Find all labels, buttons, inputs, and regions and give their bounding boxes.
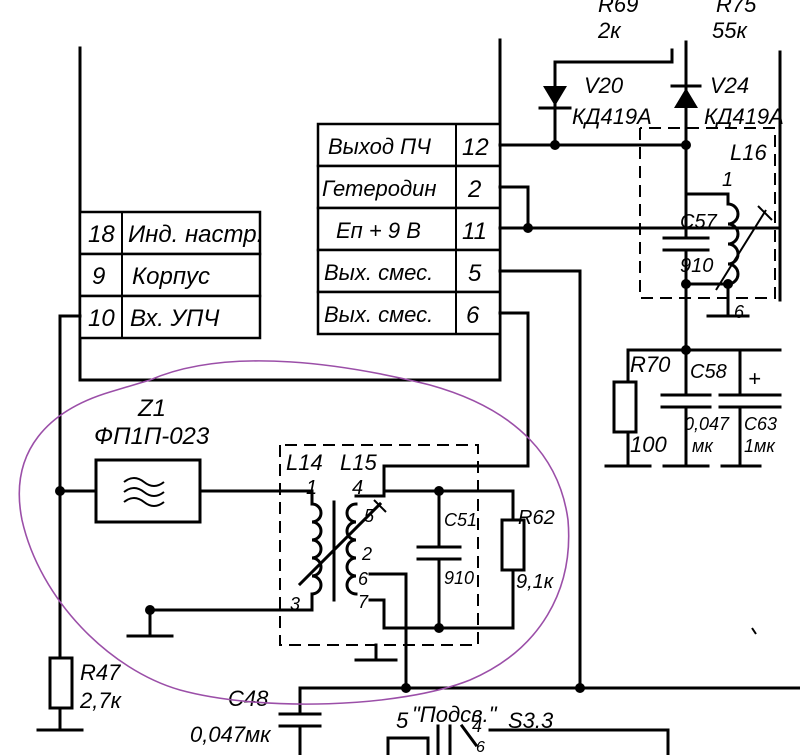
v24-ref: V24 xyxy=(710,73,749,98)
l14-coil-icon xyxy=(310,502,323,596)
r75-value: 55к xyxy=(712,18,748,43)
c57-ref: C57 xyxy=(680,211,718,233)
pin-name-korpus: Корпус xyxy=(132,263,210,290)
right-pin-wiring xyxy=(382,185,782,690)
left-pin-table: 18 Инд. настр. 9 Корпус 10 Вх. УПЧ xyxy=(78,210,263,340)
r70-ref: R70 xyxy=(630,352,671,377)
bottom-section: C48 0,047мк 5 "Подсв." 4 S3.3 6 xyxy=(190,627,800,755)
hand-drawn-annotation-loop xyxy=(18,360,570,705)
c58-value1: 0,047 xyxy=(684,414,730,434)
pin-num-6: 6 xyxy=(466,302,480,329)
l15-pin-4: 4 xyxy=(352,477,363,499)
pin-name-vh-upch: Вх. УПЧ xyxy=(130,305,220,332)
l16-coil-icon xyxy=(726,202,740,286)
l14-ref: L14 xyxy=(286,450,323,475)
l15-pin-6: 6 xyxy=(358,569,369,589)
right-pin-table: Выход ПЧ 12 Гетеродин 2 Еп + 9 В 11 Вых.… xyxy=(316,122,502,336)
v20-ref: V20 xyxy=(584,73,624,98)
c48-ref: C48 xyxy=(228,686,269,711)
c51-ref: C51 xyxy=(444,510,477,530)
r47-ref: R47 xyxy=(80,660,121,685)
pin-name-ind-nastr: Инд. настр. xyxy=(128,221,263,248)
c63-value: 1мк xyxy=(744,436,776,456)
r70-value: 100 xyxy=(630,432,667,457)
c63-ref: C63 xyxy=(744,414,777,434)
r69-ref: R69 xyxy=(598,0,638,17)
c57-value: 910 xyxy=(680,255,713,277)
ground-left xyxy=(126,605,174,638)
r47-resistor-icon xyxy=(48,656,74,710)
pin-num-5: 5 xyxy=(468,260,482,287)
l15-pin-7: 7 xyxy=(358,592,369,612)
z1-ref: Z1 xyxy=(137,395,166,422)
l15-pin-2: 2 xyxy=(361,544,372,564)
l16-tank: L16 1 C57 910 6 xyxy=(639,127,776,322)
l14-l15-transformer: L14 L15 1 4 3 5 2 6 7 C51 910 R62 xyxy=(148,444,555,690)
z1-filter: Z1 ФП1П-023 xyxy=(55,395,314,524)
r62-value: 9,1к xyxy=(516,571,555,593)
s33-pin-6: 6 xyxy=(476,739,485,755)
filter-waves-icon xyxy=(123,477,165,507)
pin-num-12: 12 xyxy=(462,134,489,161)
v20-diode-icon xyxy=(543,86,567,106)
r70-resistor-icon xyxy=(612,380,638,434)
l14-pin-1: 1 xyxy=(306,477,317,499)
pin-name-en-9v: Еп + 9 В xyxy=(336,218,421,243)
pin-name-geterodin: Гетеродин xyxy=(322,176,437,201)
l15-ref: L15 xyxy=(340,450,377,475)
power-filter: R70 100 C58 0,047 мк + C63 1мк xyxy=(604,282,782,468)
diode-section: R69 2к R75 55к V20 КД419А V24 КД419А xyxy=(498,0,784,302)
pin-num-9: 9 xyxy=(92,263,105,290)
c58-value2: мк xyxy=(692,436,714,456)
c51-value: 910 xyxy=(444,568,474,588)
v24-diode-icon xyxy=(674,88,698,108)
s33-pin-4: 4 xyxy=(472,716,482,736)
r47-value: 2,7к xyxy=(79,688,123,713)
pin-num-18: 18 xyxy=(88,221,115,248)
pin-name-vyhod-pch: Выход ПЧ xyxy=(328,134,431,159)
l15-coil-icon xyxy=(345,502,358,596)
c63-plus: + xyxy=(748,366,761,391)
pin-num-2: 2 xyxy=(467,176,481,203)
c58-ref: C58 xyxy=(690,361,727,383)
pin-num-10: 10 xyxy=(88,305,115,332)
l16-ref: L16 xyxy=(730,140,767,165)
l16-pin-6: 6 xyxy=(734,302,745,322)
r47-branch: R47 2,7к xyxy=(36,314,123,732)
pin-name-vyh-smes-5: Вых. смес. xyxy=(324,260,433,285)
l15-pin-5: 5 xyxy=(364,506,375,526)
r75-ref: R75 xyxy=(716,0,757,17)
pin-name-vyh-smes-6: Вых. смес. xyxy=(324,302,433,327)
v24-type: КД419А xyxy=(704,104,784,129)
r69-value: 2к xyxy=(597,18,622,43)
pin-num-11: 11 xyxy=(462,218,487,245)
v20-type: КД419А xyxy=(572,104,652,129)
r62-ref: R62 xyxy=(518,507,555,529)
l14-pin-3: 3 xyxy=(290,594,300,614)
s33-pin-5: 5 xyxy=(396,708,409,733)
c48-value: 0,047мк xyxy=(190,722,272,747)
s33-label: "Подсв." xyxy=(412,702,498,727)
l16-pin-1: 1 xyxy=(722,169,733,191)
z1-type: ФП1П-023 xyxy=(94,423,210,450)
